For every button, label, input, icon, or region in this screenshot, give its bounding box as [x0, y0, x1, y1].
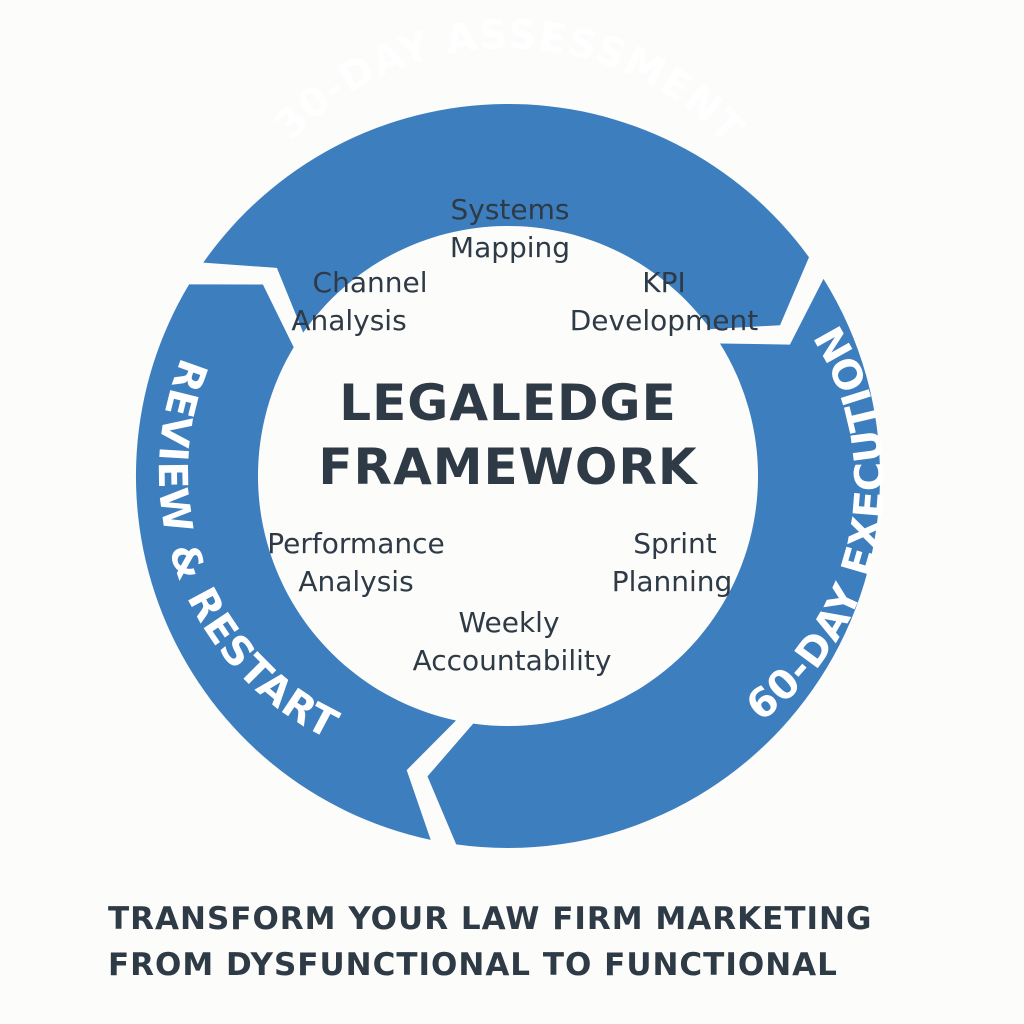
svg-text:Analysis: Analysis [291, 304, 406, 337]
framework-title-line2: FRAMEWORK [318, 438, 698, 496]
activity-kpi-development: KPI Development [570, 266, 759, 337]
tagline-line1: TRANSFORM YOUR LAW FIRM MARKETING [108, 901, 873, 937]
svg-text:KPI: KPI [642, 266, 686, 299]
svg-text:Weekly: Weekly [458, 606, 559, 639]
svg-text:Sprint: Sprint [633, 527, 717, 560]
svg-text:Mapping: Mapping [450, 231, 570, 264]
activity-performance-analysis: Performance Analysis [267, 527, 444, 598]
svg-text:Performance: Performance [267, 527, 444, 560]
review-phase-arc [135, 284, 456, 840]
activity-channel-analysis: Channel Analysis [291, 266, 427, 337]
svg-text:Planning: Planning [612, 565, 733, 598]
tagline: TRANSFORM YOUR LAW FIRM MARKETING FROM D… [108, 896, 988, 988]
activity-systems-mapping: Systems Mapping [450, 193, 570, 264]
assessment-phase-arc [203, 103, 810, 333]
activity-weekly-accountability: Weekly Accountability [413, 606, 612, 677]
cycle-diagram: 30-DAY ASSESSMENT 60-DAY EXECUTION REVIE… [135, 103, 881, 849]
framework-title-line1: LEGALEDGE [339, 374, 676, 432]
execution-phase-arc [427, 278, 881, 849]
svg-text:Accountability: Accountability [413, 644, 612, 677]
activity-sprint-planning: Sprint Planning [612, 527, 733, 598]
svg-text:Development: Development [570, 304, 759, 337]
tagline-line2: FROM DYSFUNCTIONAL TO FUNCTIONAL [108, 947, 838, 983]
svg-text:Analysis: Analysis [298, 565, 413, 598]
svg-text:Channel: Channel [313, 266, 428, 299]
svg-text:Systems: Systems [451, 193, 570, 226]
